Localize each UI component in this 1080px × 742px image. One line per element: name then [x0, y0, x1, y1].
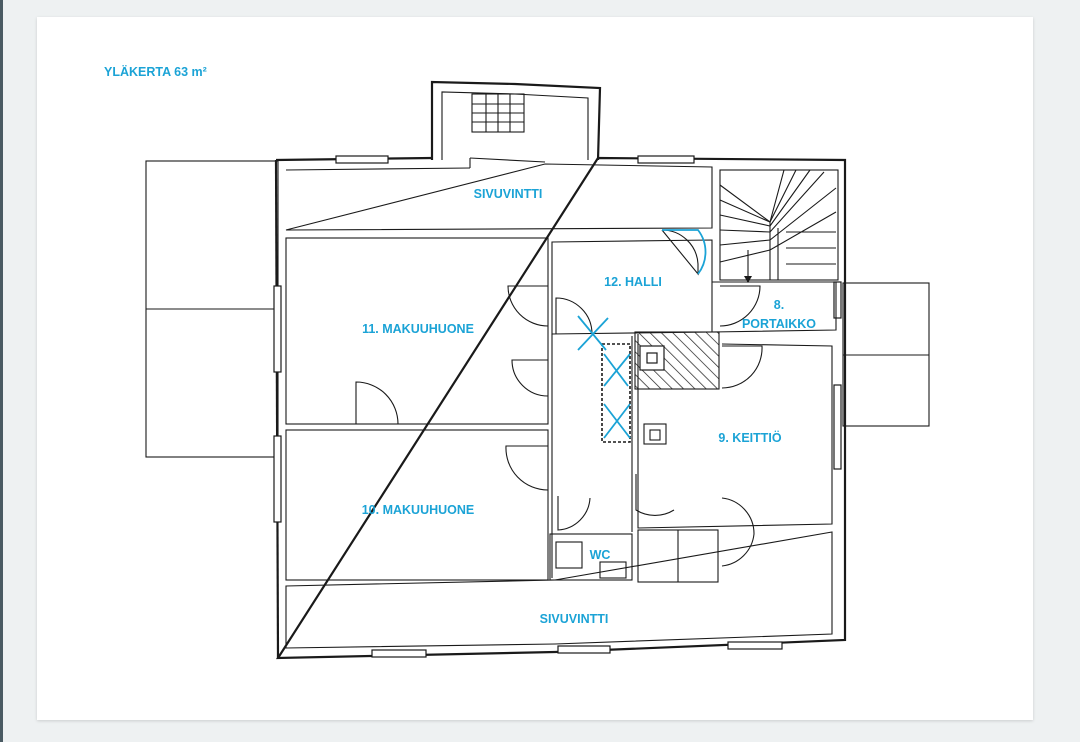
stove-icon — [643, 423, 667, 445]
wc-fixtures — [555, 541, 627, 579]
room-label-makuuhuone-11: 11. MAKUUHUONE — [362, 322, 474, 336]
ventilation-shaft — [577, 315, 631, 443]
main-stair — [719, 169, 839, 283]
floor-plan-sheet — [37, 17, 1033, 720]
room-label-halli: 12. HALLI — [604, 275, 662, 289]
room-label-sivuvintti-bottom: SIVUVINTTI — [540, 612, 609, 626]
right-wing — [842, 282, 930, 427]
top-dormer — [430, 80, 602, 161]
room-label-portaikko-number: 8. — [774, 298, 784, 312]
interior-walls — [285, 237, 837, 649]
floor-title: YLÄKERTA 63 m² — [104, 64, 207, 79]
room-label-portaikko: PORTAIKKO — [742, 317, 816, 331]
window-left-edge — [0, 0, 3, 742]
chimney-hatch — [634, 331, 720, 390]
left-wing — [145, 160, 279, 458]
dormer-stair — [471, 93, 525, 133]
outer-walls — [274, 156, 847, 660]
room-label-keittio: 9. KEITTIÖ — [718, 430, 781, 445]
room-label-sivuvintti-top: SIVUVINTTI — [474, 187, 543, 201]
room-label-makuuhuone-10: 10. MAKUUHUONE — [362, 503, 475, 517]
room-label-wc: WC — [590, 548, 611, 562]
windows — [273, 155, 842, 658]
doors — [355, 229, 763, 567]
